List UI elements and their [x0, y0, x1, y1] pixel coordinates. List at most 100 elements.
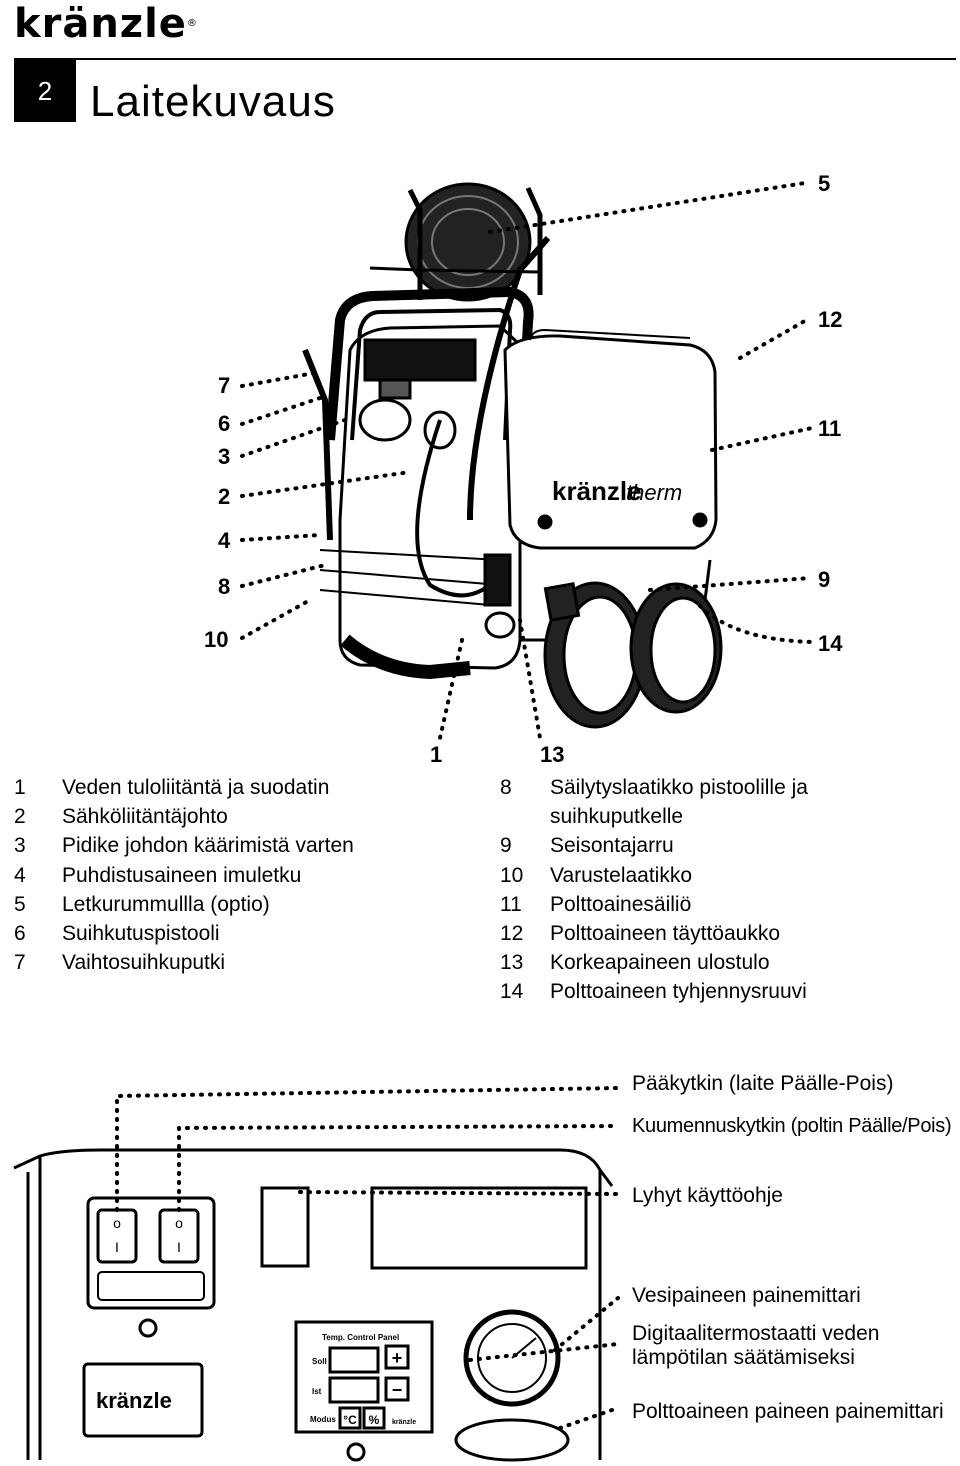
fuel-pressure-gauge — [454, 1418, 570, 1462]
label-fuel-gauge: Polttoaineen paineen painemittari — [632, 1400, 944, 1423]
plus-label: + — [392, 1348, 403, 1368]
legend-text: Sähköliitäntäjohto — [62, 805, 228, 829]
callout-9: 9 — [818, 567, 830, 592]
callout-12: 12 — [818, 307, 842, 332]
legend-right: 8 Säilytyslaatikko pistoolille ja suihkup… — [500, 773, 940, 1007]
legend-num: 14 — [500, 980, 524, 1004]
legend-num: 13 — [500, 951, 524, 975]
legend-num — [500, 802, 550, 831]
section-number: 2 — [14, 60, 76, 122]
logo-text: kränzle — [14, 1, 187, 47]
legend-item: 10 Varustelaatikko — [500, 861, 940, 890]
celsius-label: °C — [343, 1413, 357, 1427]
soll-display — [328, 1346, 380, 1374]
plus-button[interactable] — [384, 1344, 410, 1370]
switch-symbol-o: o — [113, 1215, 121, 1231]
legend-num: 2 — [14, 805, 26, 829]
legend-text: Veden tuloliitäntä ja suodatin — [62, 776, 330, 799]
percent-label: % — [369, 1413, 380, 1427]
legend-text: Polttoaineen täyttöaukko — [550, 922, 780, 946]
legend-text: Letkurummullla (optio) — [62, 892, 270, 916]
callout-14: 14 — [818, 631, 843, 656]
info-window — [370, 1186, 588, 1270]
header-rule — [14, 58, 956, 60]
legend-text: Puhdistusaineen imuletku — [62, 863, 302, 887]
machine-illustration: kränzle therm 5 12 11 9 14 7 6 3 2 4 8 1… — [204, 171, 843, 767]
legend-item: 4 Puhdistusaineen imuletku — [14, 861, 454, 890]
control-panel-illustration: o I o I kränzle Temp. Control Panel Soll… — [13, 1086, 620, 1462]
legend-text: Suihkutuspistooli — [62, 922, 220, 946]
switch-symbol-i: I — [177, 1239, 181, 1255]
callout-10: 10 — [204, 627, 228, 652]
label-thermostat-line1: Digitaalitermostaatti veden — [632, 1322, 880, 1345]
hose-reel — [369, 182, 543, 302]
minus-label: − — [392, 1380, 403, 1400]
legend-item: 3 Pidike johdon käärimistä varten — [14, 831, 454, 860]
minus-button[interactable] — [384, 1376, 410, 1402]
machine-model-script: therm — [626, 480, 682, 505]
temp-panel-title: Temp. Control Panel — [322, 1333, 399, 1342]
legend-item: 2 Sähköliitäntäjohto — [14, 802, 454, 831]
percent-button[interactable] — [362, 1406, 386, 1430]
ist-label: Ist — [312, 1387, 322, 1396]
modus-label: Modus — [310, 1415, 336, 1424]
temp-panel-small-logo: kränzle — [392, 1419, 416, 1426]
legend-item: 7 Vaihtosuihkuputki — [14, 948, 454, 977]
legend-num: 12 — [500, 922, 524, 946]
machine-body — [338, 324, 522, 670]
legend-text: Varustelaatikko — [550, 863, 693, 887]
switch-symbol-o: o — [175, 1215, 183, 1231]
machine-brand-text: kränzle — [552, 476, 642, 506]
callout-3: 3 — [218, 444, 230, 469]
legend-num: 7 — [14, 951, 26, 975]
celsius-button[interactable] — [338, 1406, 362, 1430]
kranzle-logo: kränzle® — [14, 4, 198, 44]
callout-1: 1 — [430, 742, 442, 767]
legend-item: suihkuputkelle — [500, 802, 940, 831]
callout-leaders — [240, 181, 814, 740]
legend-item: 11 Polttoainesäiliö — [500, 890, 940, 919]
callout-13: 13 — [540, 742, 564, 767]
legend-num: 4 — [14, 863, 26, 887]
callout-7: 7 — [218, 373, 230, 398]
legend-item: 13 Korkeapaineen ulostulo — [500, 948, 940, 977]
callout-5: 5 — [818, 171, 830, 196]
legend-num: 6 — [14, 922, 26, 946]
legend-item: 1 Veden tuloliitäntä ja suodatin — [14, 773, 454, 802]
legend-left: 1 Veden tuloliitäntä ja suodatin 2 Sähköli… — [14, 773, 454, 977]
switch-symbol-i: I — [115, 1239, 119, 1255]
label-thermostat-line2: lämpötilan säätämiseksi — [632, 1346, 855, 1369]
push-frame — [325, 286, 534, 441]
legend-item: 8 Säilytyslaatikko pistoolille ja — [500, 773, 940, 802]
label-quick-guide: Lyhyt käyttöohje — [632, 1184, 783, 1207]
callout-4: 4 — [218, 528, 231, 553]
panel-callout-leaders — [115, 1086, 620, 1430]
callout-8: 8 — [218, 574, 230, 599]
legend-text: Polttoainesäiliö — [550, 892, 692, 916]
legend-text: Korkeapaineen ulostulo — [550, 951, 770, 975]
registered-mark: ® — [186, 18, 198, 29]
callout-2: 2 — [218, 484, 230, 509]
legend-text: Vaihtosuihkuputki — [62, 951, 226, 975]
legend-item: 12 Polttoaineen täyttöaukko — [500, 919, 940, 948]
legend-item: 6 Suihkutuspistooli — [14, 919, 454, 948]
legend-text: Seisontajarru — [550, 834, 674, 858]
spray-lance — [302, 236, 551, 639]
ist-display — [328, 1376, 380, 1404]
legend-num: 1 — [14, 776, 26, 799]
label-water-gauge: Vesipaineen painemittari — [632, 1284, 861, 1307]
soll-label: Soll — [312, 1357, 327, 1366]
temp-control-panel — [294, 1320, 434, 1434]
legend-num: 8 — [500, 776, 512, 799]
rear-wheels — [543, 581, 723, 729]
legend-text: Pidike johdon käärimistä varten — [62, 834, 354, 858]
legend-num: 11 — [500, 892, 522, 916]
legend-num: 10 — [500, 863, 524, 887]
legend-num: 3 — [14, 834, 26, 858]
legend-text: Säilytyslaatikko pistoolille ja — [550, 776, 808, 799]
label-main-switch: Pääkytkin (laite Päälle-Pois) — [632, 1072, 894, 1095]
section-title: Laitekuvaus — [90, 77, 336, 126]
